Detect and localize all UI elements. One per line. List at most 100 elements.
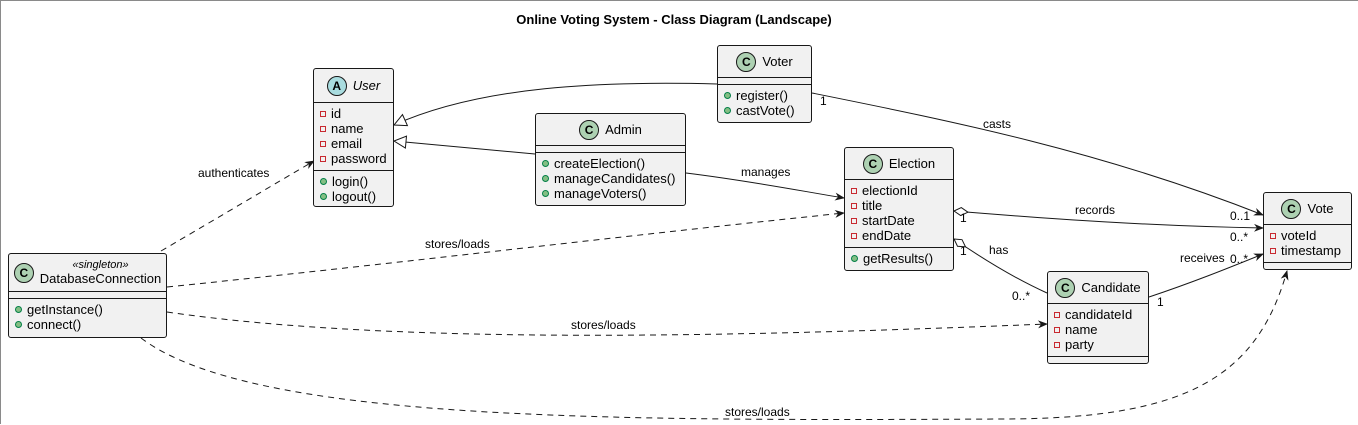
method-item: manageCandidates() [542,171,679,186]
method-item: connect() [15,317,160,332]
public-method-icon [320,193,327,200]
public-method-icon [15,306,22,313]
label-has: has [989,243,1009,257]
public-method-icon [542,160,549,167]
field-item: timestamp [1270,243,1345,258]
edge-election-records-vote [952,207,1264,232]
class-database-connection[interactable]: C «singleton» DatabaseConnection getInst… [8,253,167,338]
private-field-icon [851,187,857,194]
field-item: email [320,136,387,151]
method-item: register() [724,88,805,103]
method-list: getResults() [845,248,953,270]
label-stores-loads-vote: stores/loads [725,405,790,419]
class-vote[interactable]: C Vote voteId timestamp [1263,192,1352,270]
private-field-icon [320,110,326,117]
method-item: getInstance() [15,302,160,317]
mult-candidate-has: 0..* [1012,289,1031,303]
mult-vote-cast: 0..1 [1230,209,1251,223]
public-method-icon [724,92,731,99]
class-name: DatabaseConnection [39,271,162,286]
diagram-title: Online Voting System - Class Diagram (La… [516,12,832,27]
class-icon: C [862,153,883,174]
mult-vote-receives: 0..* [1230,252,1249,266]
edge-db-authenticates-user [160,160,315,252]
private-field-icon [1270,232,1276,239]
public-method-icon [851,255,858,262]
class-name: Candidate [1081,280,1141,295]
private-field-icon [851,202,857,209]
field-item: startDate [851,213,947,228]
method-list [1264,263,1351,269]
label-authenticates: authenticates [198,166,270,180]
private-field-icon [320,125,326,132]
private-field-icon [320,155,326,162]
field-item: name [320,121,387,136]
method-list: createElection() manageCandidates() mana… [536,153,685,205]
field-item: id [320,106,387,121]
class-name: User [352,78,381,93]
edge-db-stores-vote [140,270,1289,421]
field-list: id name email password [314,103,393,170]
mult-vote-records: 0..* [1230,230,1249,244]
class-election[interactable]: C Election electionId title startDate en… [844,147,954,271]
field-item: endDate [851,228,947,243]
class-name: Voter [762,54,793,69]
class-user[interactable]: A User id name email password login() lo… [313,68,394,207]
class-icon: C [579,119,600,140]
field-item: password [320,151,387,166]
class-title: «singleton» DatabaseConnection [40,259,161,286]
method-item: castVote() [724,103,805,118]
public-method-icon [724,107,731,114]
edge-voter-extends-user [394,82,718,125]
field-item: candidateId [1054,307,1142,322]
class-name: Vote [1307,201,1334,216]
private-field-icon [851,217,857,224]
field-item: voteId [1270,228,1345,243]
edge-voter-casts-vote [811,92,1264,216]
edge-db-stores-candidate [166,311,1048,336]
class-icon: C [13,262,34,283]
field-item: name [1054,322,1142,337]
class-icon: C [1055,277,1076,298]
class-voter[interactable]: C Voter register() castVote() [717,45,812,123]
private-field-icon [851,232,857,239]
mult-election-records: 1 [960,211,967,225]
mult-election-has: 1 [960,244,967,258]
label-receives: receives [1180,251,1225,265]
label-stores-loads-election: stores/loads [425,237,490,251]
private-field-icon [1054,341,1060,348]
abstract-class-icon: A [326,75,347,96]
class-name: Election [888,156,936,171]
mult-voter-casts: 1 [820,94,827,108]
method-item: createElection() [542,156,679,171]
private-field-icon [1054,311,1060,318]
label-stores-loads-candidate: stores/loads [571,318,636,332]
public-method-icon [15,321,22,328]
method-list: login() logout() [314,171,393,208]
field-item: party [1054,337,1142,352]
method-item: logout() [320,189,387,204]
edge-admin-extends-user [394,141,536,155]
private-field-icon [320,140,326,147]
edge-db-stores-election [166,209,845,288]
edge-admin-manages-election [685,172,845,201]
edge-election-has-candidate [953,238,1048,294]
method-item: manageVoters() [542,186,679,201]
class-icon: C [736,51,757,72]
private-field-icon [1270,247,1276,254]
class-admin[interactable]: C Admin createElection() manageCandidate… [535,113,686,206]
class-icon: C [1281,198,1302,219]
field-item: title [851,198,947,213]
public-method-icon [320,178,327,185]
field-item: electionId [851,183,947,198]
field-list: candidateId name party [1048,304,1148,356]
method-item: getResults() [851,251,947,266]
edge-candidate-receives-vote [1148,253,1264,298]
class-candidate[interactable]: C Candidate candidateId name party [1047,271,1149,364]
private-field-icon [1054,326,1060,333]
field-list: electionId title startDate endDate [845,180,953,247]
label-manages: manages [741,165,791,179]
mult-candidate-receives: 1 [1157,295,1164,309]
